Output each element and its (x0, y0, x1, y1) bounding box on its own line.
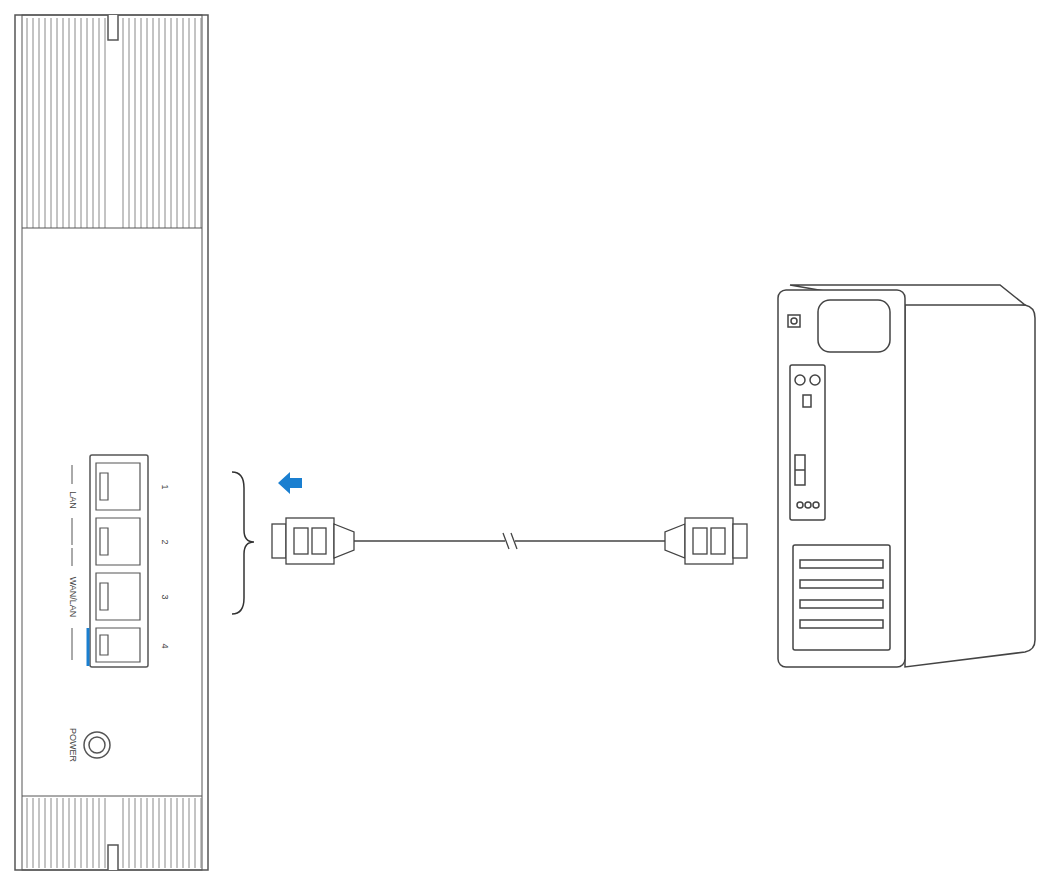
pc-tower (778, 285, 1035, 667)
port-number: 4 (160, 643, 169, 648)
power-label: POWER (68, 728, 77, 762)
bracket (232, 472, 254, 614)
port-group-label: LAN (68, 491, 77, 509)
ethernet-cable (272, 518, 747, 564)
router (15, 15, 208, 870)
port-number: 2 (160, 539, 169, 544)
port-label: WAN/LAN (68, 577, 77, 618)
port-number: 1 (160, 484, 169, 489)
port-number: 3 (160, 594, 169, 599)
insert-arrow (278, 472, 302, 494)
